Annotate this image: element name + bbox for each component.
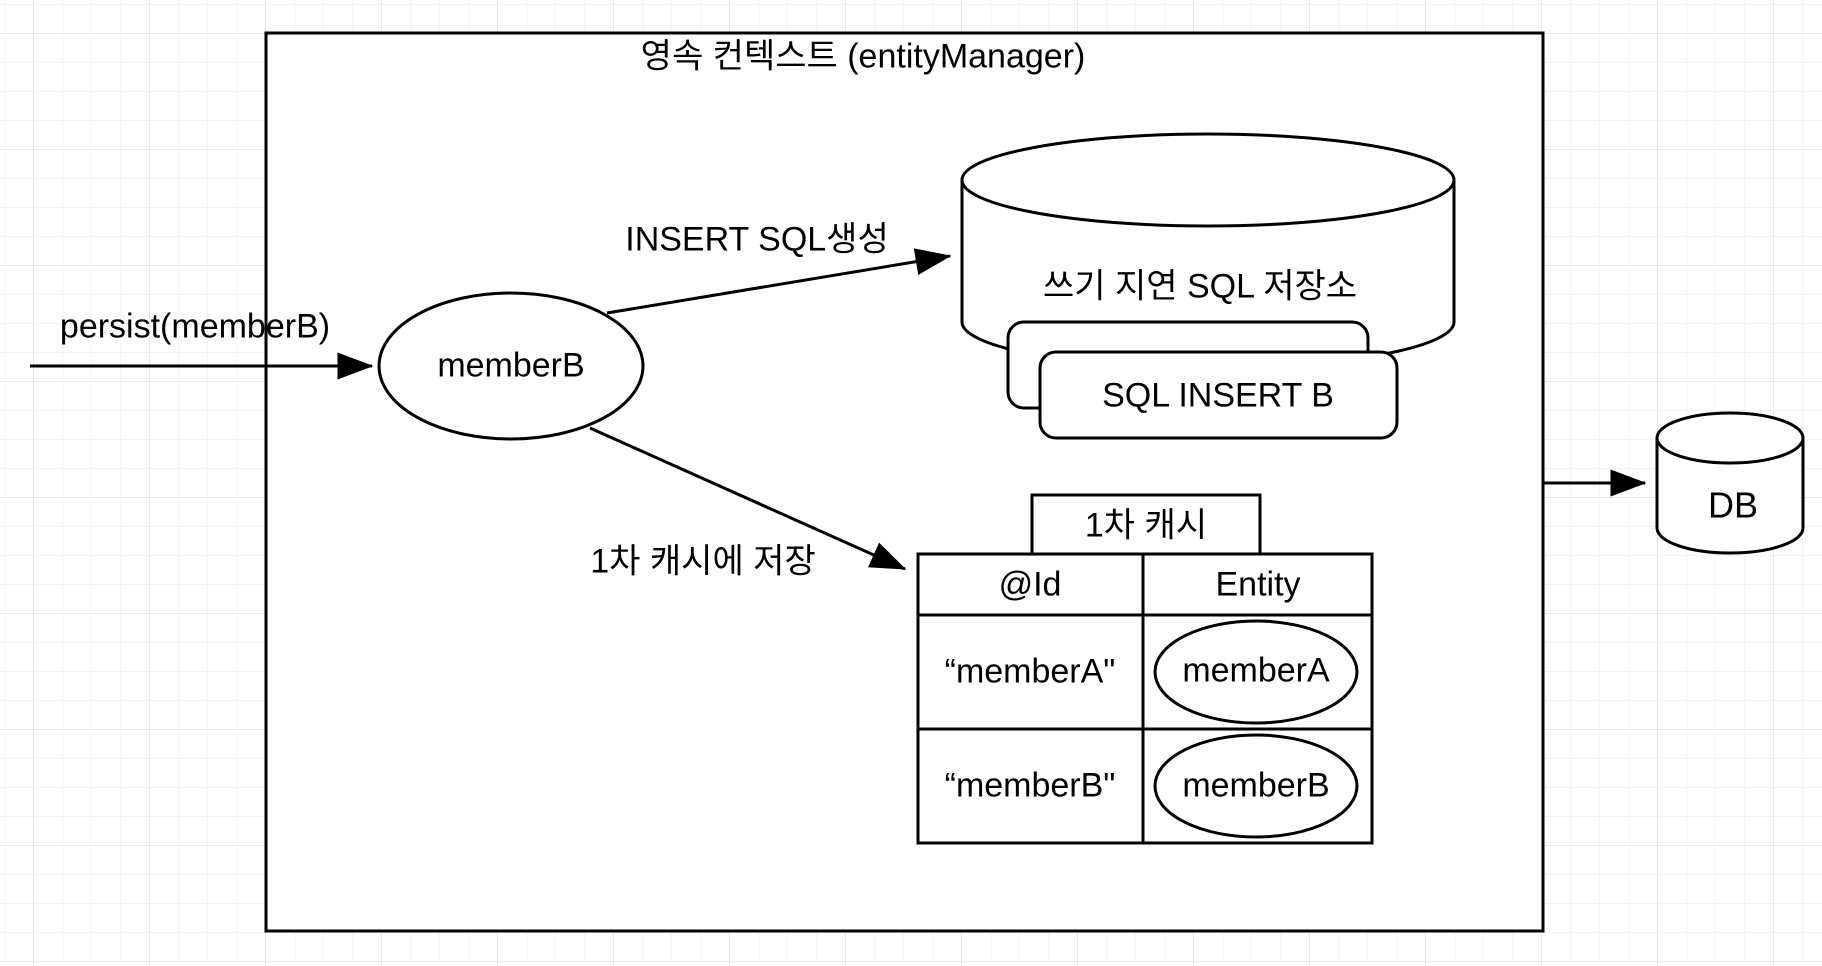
save-cache-arrow (589, 426, 907, 571)
persist-arrow-label: persist(memberB) (59, 307, 331, 346)
db-label: DB (1707, 484, 1759, 526)
cache-row-b-entity: memberB (1182, 766, 1330, 805)
insert-sql-arrow-label: INSERT SQL생성 (625, 220, 889, 259)
cache-column-header-id: @Id (998, 565, 1062, 604)
cache-row-b-id: “memberB" (944, 766, 1116, 805)
member-b-cell-ellipse (1153, 733, 1359, 839)
insert-sql-arrow (606, 248, 952, 315)
sql-card-label: SQL INSERT B (1102, 376, 1334, 415)
member-b-ellipse-label: memberB (437, 346, 585, 385)
db-cylinder-top (1655, 411, 1805, 465)
cache-row-a-id: “memberA" (944, 652, 1116, 691)
cache-column-header-entity: Entity (1215, 565, 1301, 604)
db-cylinder-body (1655, 438, 1805, 555)
sql-store-cylinder-top (960, 132, 1456, 228)
member-b-ellipse (377, 291, 645, 441)
member-a-cell-ellipse (1153, 619, 1359, 725)
sql-card-front (1038, 350, 1399, 440)
sql-store-label: 쓰기 지연 SQL 저장소 (1042, 267, 1358, 306)
cache-tab-label: 1차 캐시 (1084, 506, 1208, 545)
cache-row-a-entity: memberA (1182, 651, 1330, 690)
save-cache-arrow-label: 1차 캐시에 저장 (590, 542, 816, 581)
context-box-title: 영속 컨텍스트 (entityManager) (640, 37, 1086, 76)
